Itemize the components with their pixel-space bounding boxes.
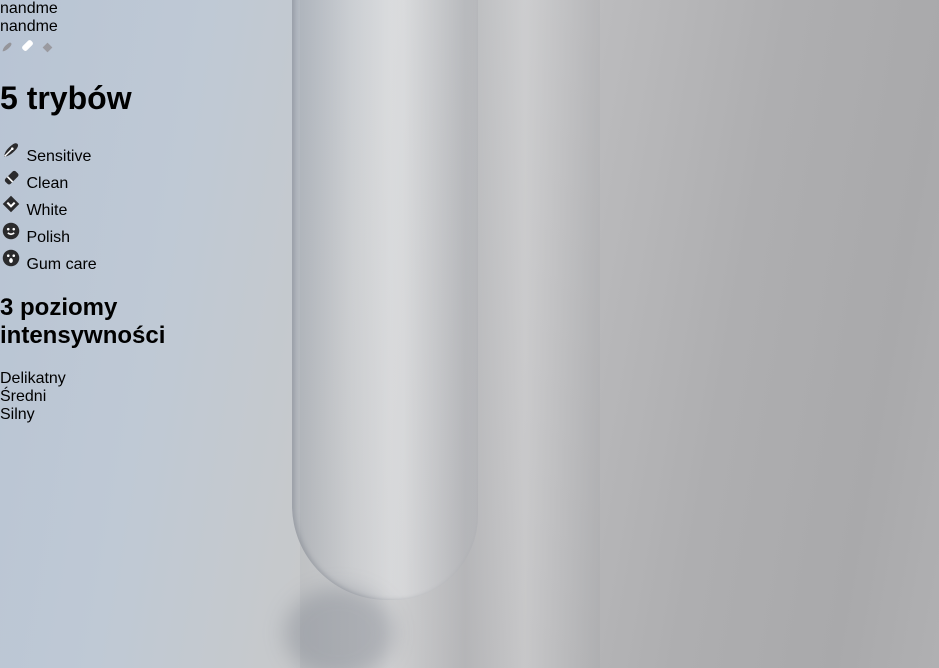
intensity-level-sredni: Średni [0, 388, 939, 406]
pen-icon [0, 143, 26, 165]
pen-icon [0, 41, 18, 58]
mode-label: Sensitive [26, 147, 92, 165]
mode-label: Gum care [26, 255, 97, 273]
intensity-label: Delikatny [0, 369, 66, 387]
mode-label: White [26, 201, 68, 219]
mode-label: Clean [26, 174, 69, 192]
intensity-title-line2: intensywności [0, 321, 166, 349]
brand-logo: nandme [0, 0, 58, 17]
intensity-level-silny: Silny [0, 406, 939, 424]
modes-panel-title: 5 trybów [0, 80, 132, 117]
intensity-level-delikatny: Delikatny [0, 370, 939, 388]
diamond-icon [41, 41, 54, 58]
intensity-panel: 3 poziomy intensywności Delikatny Średni… [0, 294, 939, 424]
mode-row-clean: Clean [0, 166, 939, 193]
diamond-check-icon [0, 195, 26, 219]
mode-row-polish: Polish [0, 220, 939, 247]
intensity-label: Średni [0, 387, 47, 405]
glass-cup-silhouette [292, 0, 478, 600]
mode-label: Polish [26, 228, 71, 246]
intensity-panel-title: 3 poziomy intensywności [0, 294, 939, 350]
shadow [284, 588, 394, 668]
eraser-icon [18, 40, 40, 58]
open-mouth-icon [0, 249, 26, 273]
intensity-title-line1: 3 poziomy [0, 293, 118, 321]
eraser-icon [0, 170, 26, 192]
mode-row-sensitive: Sensitive [0, 139, 939, 166]
brand-logo: nandme [0, 18, 58, 35]
intensity-label: Silny [0, 405, 35, 423]
mode-row-gum-care: Gum care [0, 247, 939, 274]
modes-panel: 5 trybów Sensitive Clean [0, 80, 939, 273]
mode-row-white: White [0, 193, 939, 220]
smiley-icon [0, 222, 26, 246]
